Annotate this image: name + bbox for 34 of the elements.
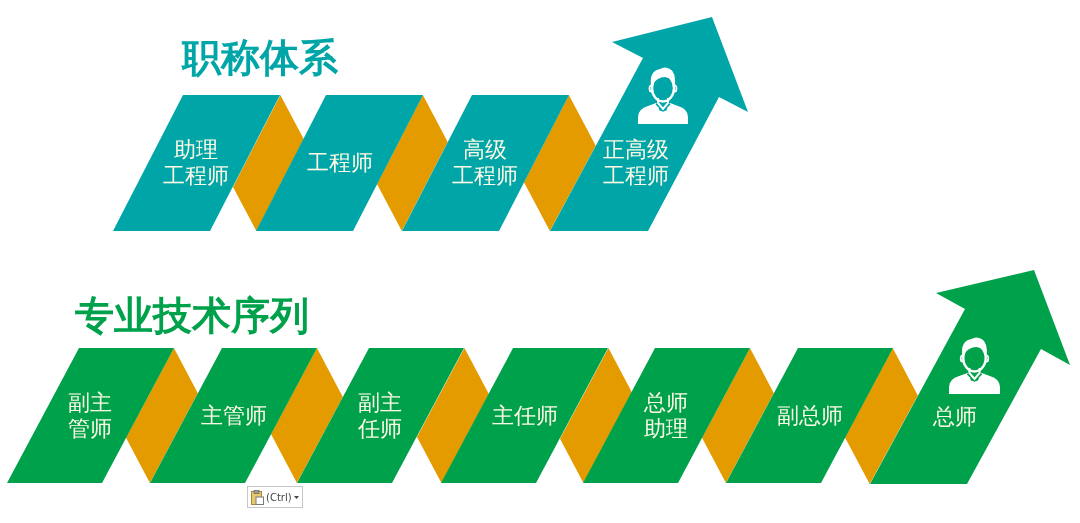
ribbon-fold [845, 348, 919, 484]
parallelogram-step [7, 348, 174, 483]
step-label: 正高级工程师 [602, 136, 670, 190]
step-label: 助理工程师 [162, 136, 231, 190]
step-label: 总师助理 [643, 389, 690, 442]
ribbon-fold [126, 348, 198, 483]
step-label: 主任师 [491, 402, 558, 429]
parallelogram-step [297, 348, 464, 483]
step-label: 工程师 [306, 149, 373, 177]
step-label: 主管师 [200, 402, 267, 429]
step-label: 总师 [933, 403, 977, 431]
parallelogram-step [113, 95, 280, 231]
step-label: 副主管师 [67, 389, 114, 442]
paste-options-button: (Ctrl) [247, 486, 303, 508]
step-label: 副总师 [776, 402, 843, 429]
parallelogram-step [726, 348, 893, 483]
ribbon-fold [559, 348, 632, 483]
step-label: 副主任师 [357, 389, 404, 442]
step-label: 高级工程师 [451, 136, 520, 190]
ribbon-fold [416, 348, 489, 483]
ribbon-fold [702, 348, 774, 483]
ribbon-fold [524, 95, 596, 231]
parallelogram-step [256, 95, 423, 231]
parallelogram-step [441, 348, 608, 483]
rising-arrow-step [870, 270, 1070, 484]
parallelogram-step [402, 95, 569, 231]
ribbon-fold [232, 95, 304, 231]
section-heading: 职称体系 [182, 37, 338, 80]
parallelogram-step [150, 348, 317, 483]
rising-arrow-step [550, 17, 748, 231]
section-heading: 专业技术序列 [75, 295, 309, 338]
parallelogram-step [583, 348, 750, 483]
ribbon-fold [271, 348, 343, 483]
ribbon-fold [377, 95, 448, 231]
